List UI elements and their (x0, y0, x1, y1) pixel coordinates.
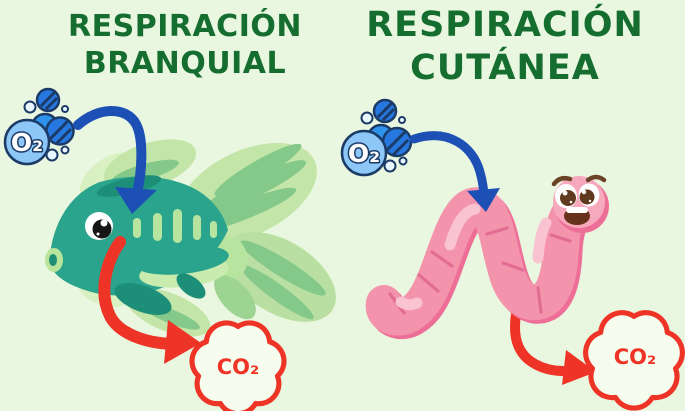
right-title-line2: CUTÁNEA (410, 48, 600, 88)
worm-face (551, 174, 607, 225)
co2-label-right: CO₂ (614, 345, 656, 369)
worm-eyebrow-right (585, 174, 607, 183)
o2-label-right: O₂ (348, 139, 380, 168)
bubble-tiny (61, 105, 69, 113)
fish-mouth (45, 248, 63, 272)
o2-bubbles-left: O₂ (3, 87, 75, 166)
worm-icon (365, 174, 609, 339)
fish-belly-carve (135, 245, 229, 275)
bubble-small (383, 159, 397, 173)
worm-eyes (555, 183, 600, 208)
bubble-striped (35, 87, 61, 113)
left-panel-title: RESPIRACIÓN BRANQUIAL (30, 8, 340, 82)
worm-eyebrow-left (551, 175, 573, 187)
bubble-striped (372, 98, 398, 124)
bubble-o2-big (3, 118, 51, 166)
bubble-o2-big (340, 129, 388, 177)
arrow-oxygen-in-left (73, 106, 157, 214)
bubble-small (360, 111, 374, 125)
bubble-small (45, 148, 59, 162)
right-title-line1: RESPIRACIÓN (366, 5, 644, 45)
bubble-striped (45, 116, 75, 146)
co2-cloud-left: CO₂ (189, 320, 287, 411)
worm-highlights (395, 203, 552, 311)
fish-dorsal-fin (96, 175, 162, 197)
fish-gill-slits (133, 209, 217, 243)
bubble-tiny (60, 145, 70, 155)
left-title-line1: RESPIRACIÓN (68, 9, 302, 44)
fish-pelvic-fin (114, 283, 172, 315)
co2-label-left: CO₂ (217, 355, 259, 379)
arrow-oxygen-in-right (409, 131, 500, 212)
arrow-co2-out-left (98, 236, 201, 364)
bubble-small (23, 100, 37, 114)
fish-icon (45, 139, 336, 337)
left-title-line2: BRANQUIAL (83, 46, 287, 81)
worm-mouth (564, 207, 590, 225)
right-panel-title: RESPIRACIÓN CUTÁNEA (350, 4, 660, 90)
o2-bubbles-right: O₂ (340, 98, 413, 177)
fish-anal-fin (176, 273, 206, 299)
bubble-tiny (398, 156, 408, 166)
bubble-tiny (398, 116, 406, 124)
co2-cloud-right: CO₂ (583, 310, 685, 411)
o2-label-left: O₂ (11, 128, 43, 157)
worm-segment-lines (388, 226, 572, 315)
fish-eye (85, 212, 113, 240)
arrow-co2-out-right (510, 291, 596, 385)
